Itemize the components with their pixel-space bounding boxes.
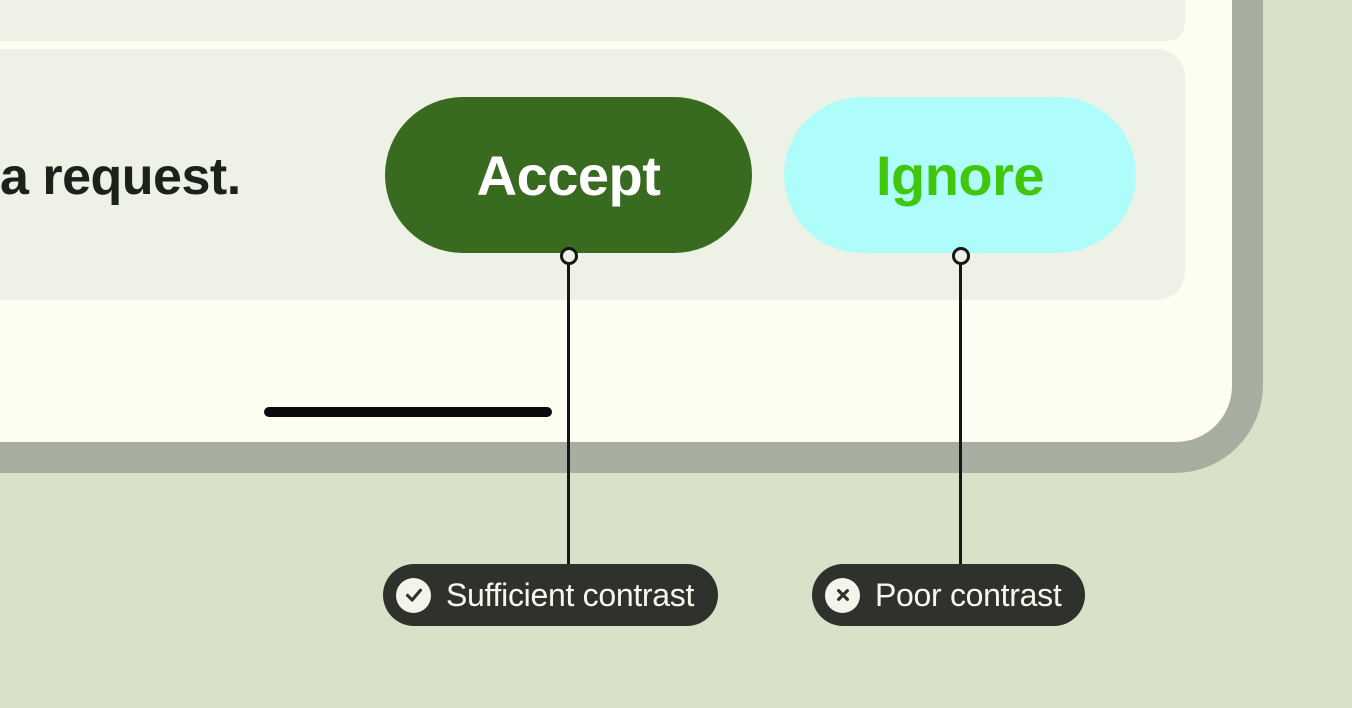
callout-label-poor: Poor contrast	[875, 576, 1062, 613]
ignore-button[interactable]: Ignore	[784, 97, 1136, 253]
annotation-line-accept	[567, 256, 570, 564]
accept-button[interactable]: Accept	[385, 97, 752, 253]
check-circle-icon	[396, 577, 431, 613]
notification-message-text: a request.	[0, 148, 241, 206]
annotation-line-ignore	[959, 256, 962, 564]
callout-poor-contrast: Poor contrast	[812, 564, 1086, 626]
home-indicator-bar	[264, 407, 552, 417]
callout-sufficient-contrast: Sufficient contrast	[383, 564, 719, 626]
annotation-anchor-ignore	[952, 247, 970, 265]
callout-label-sufficient: Sufficient contrast	[446, 576, 695, 613]
annotation-anchor-accept	[560, 247, 578, 265]
x-circle-icon	[825, 577, 860, 613]
notification-card-top	[0, 0, 1185, 41]
accept-button-label: Accept	[476, 143, 661, 207]
ignore-button-label: Ignore	[875, 143, 1045, 207]
